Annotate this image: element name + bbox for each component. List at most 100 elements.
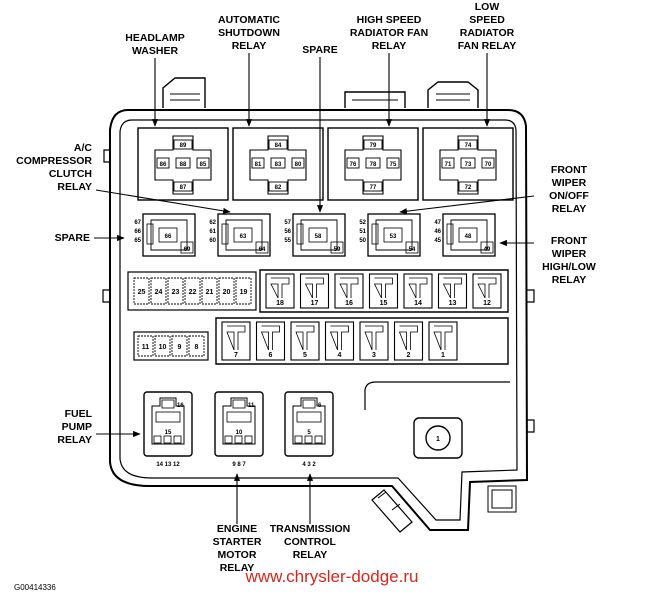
fuse-slot [428, 321, 458, 361]
terminal-number: 16 [177, 403, 184, 409]
svg-text:HIGH SPEED: HIGH SPEED [357, 14, 422, 26]
fuse-slot [235, 277, 252, 305]
fuse-slot [154, 335, 171, 357]
maxi-fuse-13: 13 [437, 273, 468, 309]
fuse-number: 5 [303, 352, 307, 359]
mini-fuse-19: 19 [235, 277, 252, 305]
terminal-number: 87 [180, 185, 187, 191]
fuse-blade [295, 325, 315, 351]
fuse-slot [218, 277, 235, 305]
terminal-pin [304, 435, 313, 444]
pin-number: 56 [284, 229, 291, 235]
mini-fuse-24: 24 [150, 277, 167, 305]
fuse-number: 12 [483, 300, 491, 307]
fuse-number: 10 [159, 344, 167, 351]
fuse-blade [226, 325, 246, 351]
terminal-corner [480, 241, 494, 254]
maxi-fuse-5: 5 [290, 321, 320, 361]
maxi-fuse-6: 6 [255, 321, 286, 361]
relay-socket [422, 127, 514, 201]
svg-text:RELAY: RELAY [57, 434, 92, 446]
terminal-center [308, 227, 328, 243]
relay-socket [442, 213, 496, 257]
terminal-pin [314, 435, 323, 444]
pin-number: 47 [434, 220, 441, 226]
svg-text:COMPRESSOR: COMPRESSOR [16, 155, 92, 167]
fuse-number: 18 [276, 300, 284, 307]
terminal-pin [173, 435, 182, 444]
maxi-fuse-7: 7 [221, 321, 251, 361]
relay-socket-outline [151, 397, 185, 445]
svg-text:HIGH/LOW: HIGH/LOW [542, 261, 596, 273]
relay-socket-outline [150, 219, 188, 251]
svg-text:WIPER: WIPER [552, 248, 587, 260]
relay-socket-outline [249, 135, 307, 195]
label-low-speed-radiator-fan: LOW SPEED RADIATOR FAN RELAY [458, 1, 517, 52]
fuse-slot [437, 273, 468, 309]
maxi-fuse-block [215, 269, 509, 365]
fuse-number: 2 [407, 352, 411, 359]
terminal-center [458, 139, 478, 150]
svg-text:RELAY: RELAY [220, 562, 255, 574]
terminal-number: 82 [275, 185, 282, 191]
svg-text:SPARE: SPARE [302, 44, 337, 56]
svg-text:A/C: A/C [74, 142, 93, 154]
maxi-fuse-18: 18 [265, 273, 295, 309]
fuse-number: 11 [142, 344, 150, 351]
relay-socket-outline [344, 135, 402, 195]
terminal-number: 48 [465, 234, 472, 240]
terminal-center-box [296, 411, 322, 423]
pin-numbers: 4 3 2 [302, 462, 316, 468]
terminal-bottom [363, 181, 383, 192]
svg-text:CONTROL: CONTROL [284, 536, 336, 548]
terminal-pin [244, 435, 253, 444]
svg-text:SHUTDOWN: SHUTDOWN [218, 27, 280, 39]
terminal-number: 71 [445, 162, 452, 168]
svg-text:FRONT: FRONT [551, 235, 588, 247]
fuse-blade [260, 325, 280, 351]
fuse-slot [265, 273, 295, 309]
terminal-number: 66 [165, 234, 172, 240]
relay-socket-outline [292, 397, 326, 445]
terminal-number: 58 [315, 234, 322, 240]
relay-socket [367, 213, 421, 257]
mid-relay-row: 6669676665636462616058595756555354525150… [134, 213, 496, 257]
svg-text:RELAY: RELAY [293, 549, 328, 561]
relay-socket-outline [225, 219, 263, 251]
terminal-center [233, 227, 253, 243]
fuse-slot [133, 277, 150, 305]
fuse-blade [270, 277, 290, 299]
arrow-front-wiper-onoff [399, 195, 535, 215]
fuse-slot [368, 273, 399, 309]
maxi-fuse-12: 12 [472, 273, 502, 309]
svg-text:CLUTCH: CLUTCH [49, 168, 92, 180]
terminal-number: 10 [236, 430, 243, 436]
fuse-blade [442, 277, 462, 299]
fuse-box-housing [102, 77, 535, 533]
relay-socket-outline [375, 219, 413, 251]
label-engine-starter: ENGINE STARTER MOTOR RELAY [213, 523, 262, 574]
fuse-slot [184, 277, 201, 305]
fuse-blade [364, 325, 384, 351]
maxi-fuse-15: 15 [368, 273, 399, 309]
terminal-mid [175, 157, 191, 169]
fuse-slot [324, 321, 355, 361]
terminal-right [291, 157, 305, 169]
terminal-right [481, 157, 495, 169]
svg-text:MOTOR: MOTOR [218, 549, 257, 561]
fuse-number: 16 [345, 300, 353, 307]
label-high-speed-radiator-fan: HIGH SPEED RADIATOR FAN RELAY [350, 14, 428, 52]
terminal-pin [153, 435, 162, 444]
svg-text:RELAY: RELAY [232, 40, 267, 52]
relay-socket [284, 391, 334, 457]
terminal-corner [405, 241, 419, 254]
terminal-number: 78 [370, 162, 377, 168]
